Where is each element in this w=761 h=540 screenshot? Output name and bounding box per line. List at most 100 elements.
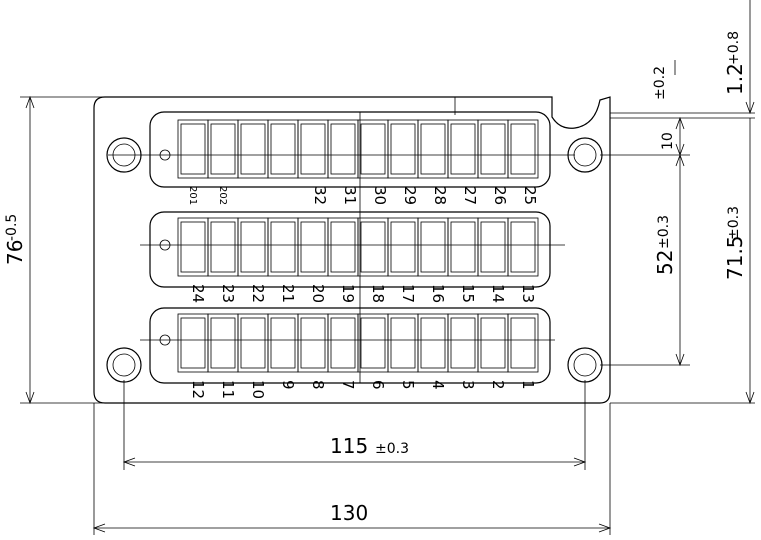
terminal-label: 13 <box>519 284 537 303</box>
terminal-cell <box>267 313 299 373</box>
center-marks <box>108 112 575 383</box>
extension-lines <box>20 96 755 535</box>
terminal-cell-inner <box>390 123 416 175</box>
terminal-cell-inner <box>300 317 326 369</box>
terminal-cell-inner <box>210 123 236 175</box>
terminal-cell-inner <box>180 123 206 175</box>
dim-height-tol: -0.5 <box>4 214 20 241</box>
terminal-label: 4 <box>429 380 447 390</box>
hole-bottom-right <box>567 347 603 383</box>
terminal-cell-inner <box>420 221 446 273</box>
dim-height-mount-tol: ±0.3 <box>726 206 742 240</box>
terminal-label: 3 <box>459 380 477 390</box>
terminal-cell-inner <box>390 221 416 273</box>
terminal-cell <box>267 217 299 277</box>
terminal-cell-inner <box>420 317 446 369</box>
terminal-cell-inner <box>330 221 356 273</box>
terminal-label: 21 <box>279 284 297 303</box>
terminal-cell-inner <box>240 317 266 369</box>
terminal-label: 26 <box>491 186 509 205</box>
terminal-cell <box>387 313 419 373</box>
terminal-cell <box>357 119 389 179</box>
terminal-label: 2 <box>489 380 507 390</box>
dim-thickness-tol: +0.8 <box>726 31 742 65</box>
terminal-cell-inner <box>270 317 296 369</box>
terminal-cell-inner <box>360 221 386 273</box>
terminal-label: 23 <box>219 284 237 303</box>
terminal-cell-inner <box>510 123 536 175</box>
terminal-cell <box>477 313 509 373</box>
dim-height-mount: 71.5 <box>723 235 747 280</box>
terminal-label: 6 <box>369 380 387 390</box>
terminal-label: 18 <box>369 284 387 303</box>
terminal-cell-inner <box>270 221 296 273</box>
terminal-cell <box>507 119 539 179</box>
terminal-cell <box>297 313 329 373</box>
terminal-label: 31 <box>341 186 359 205</box>
terminal-cell-inner <box>330 317 356 369</box>
terminal-label: 15 <box>459 284 477 303</box>
hole-bottom-left <box>106 347 142 383</box>
terminal-cell-inner <box>510 317 536 369</box>
terminal-label: 19 <box>339 284 357 303</box>
terminal-cell <box>357 313 389 373</box>
terminal-label: 9 <box>279 380 297 390</box>
terminal-cell-inner <box>510 221 536 273</box>
terminal-cell <box>177 119 209 179</box>
terminal-cell-inner <box>360 317 386 369</box>
dim-height-overall: 76 <box>3 240 27 265</box>
dim-row-spacing: 52 <box>653 250 677 275</box>
dim-thickness: 1.2 <box>723 63 747 95</box>
terminal-label: 29 <box>401 186 419 205</box>
terminal-cell <box>447 217 479 277</box>
terminal-cell <box>477 119 509 179</box>
terminal-label: 22 <box>249 284 267 303</box>
dim-hole-spacing: 115 <box>330 434 368 458</box>
terminal-label: 17 <box>399 284 417 303</box>
terminal-cell-inner <box>240 123 266 175</box>
terminal-cell <box>297 119 329 179</box>
terminal-cell <box>357 217 389 277</box>
terminal-cell-inner <box>240 221 266 273</box>
terminal-cell <box>237 119 269 179</box>
terminal-cell <box>267 119 299 179</box>
terminal-cell <box>327 313 359 373</box>
dim-notch-tol: ±0.2 <box>652 66 668 100</box>
terminal-label: 27 <box>461 186 479 205</box>
terminal-cell <box>447 313 479 373</box>
terminal-label: 201 <box>187 186 198 205</box>
terminal-cell-inner <box>270 123 296 175</box>
terminal-cell <box>387 119 419 179</box>
dimension-labels: 76 -0.5 71.5 ±0.3 52 ±0.3 10 1.2 +0.8 ±0… <box>3 31 747 525</box>
terminal-label: 14 <box>489 284 507 303</box>
terminal-label: 202 <box>217 186 228 205</box>
terminal-cell <box>477 217 509 277</box>
terminal-cell <box>207 217 239 277</box>
terminal-cell <box>237 313 269 373</box>
terminal-label: 8 <box>309 380 327 390</box>
terminal-cell-inner <box>180 221 206 273</box>
terminal-label: 32 <box>311 186 329 205</box>
dimension-lines <box>25 0 755 533</box>
terminal-cell <box>177 313 209 373</box>
terminal-cell <box>207 119 239 179</box>
terminal-label: 11 <box>219 380 237 399</box>
terminal-cell-inner <box>360 123 386 175</box>
terminal-label: 10 <box>249 380 267 399</box>
terminal-cell-inner <box>300 123 326 175</box>
terminal-cell-inner <box>180 317 206 369</box>
terminal-cell <box>327 217 359 277</box>
terminal-cell <box>417 313 449 373</box>
dim-hole-spacing-tol: ±0.3 <box>375 441 409 457</box>
dim-row-spacing-tol: ±0.3 <box>656 215 672 249</box>
terminal-cell-inner <box>450 221 476 273</box>
terminal-cell-inner <box>210 317 236 369</box>
terminal-cell-inner <box>450 123 476 175</box>
row-middle-cells <box>177 217 539 277</box>
terminal-cell <box>177 217 209 277</box>
row-bottom-cells <box>177 313 539 373</box>
terminal-cell <box>507 217 539 277</box>
